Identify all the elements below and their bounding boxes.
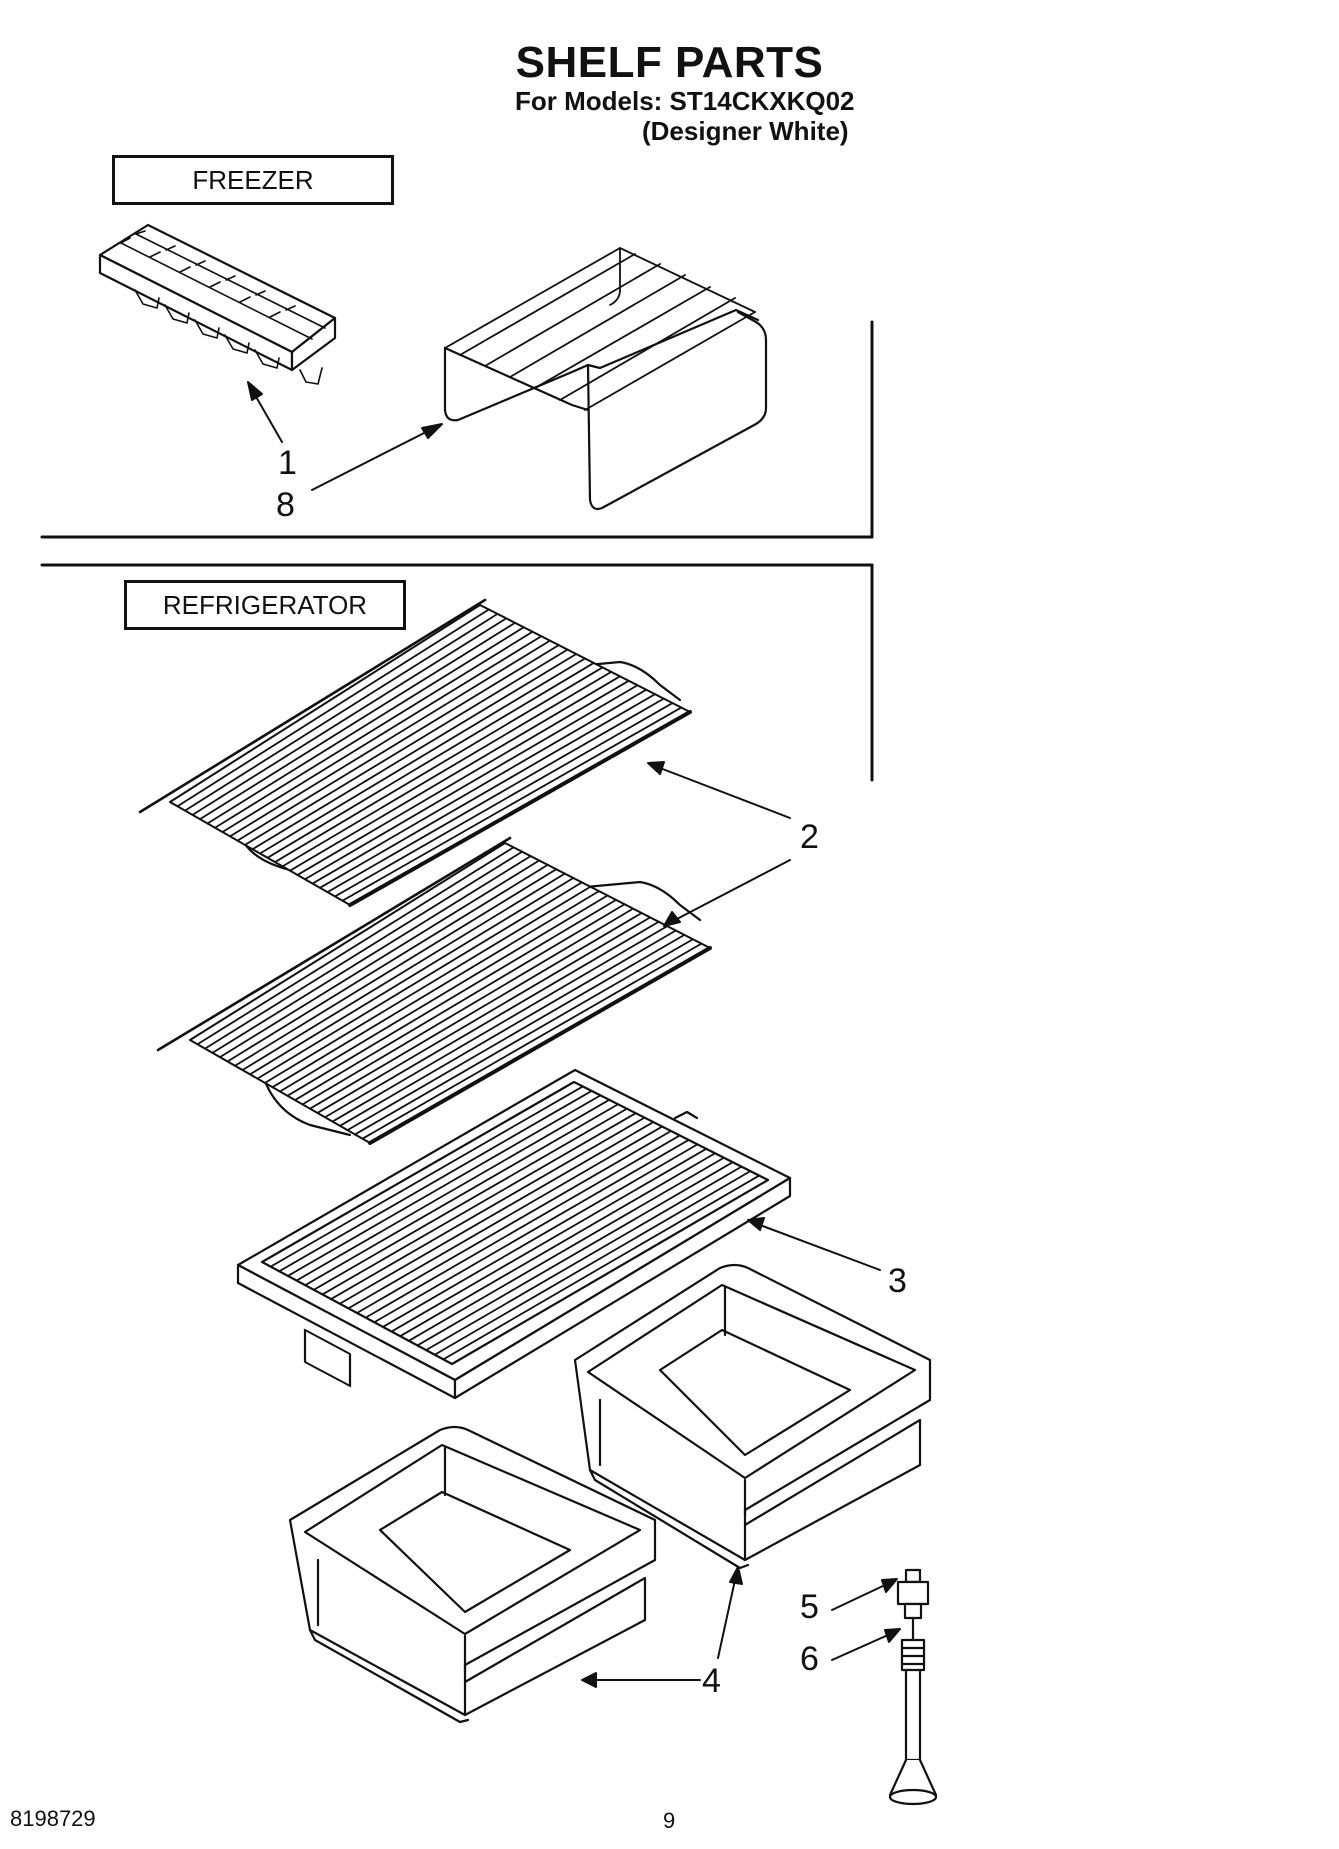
cover-rib [338, 1121, 655, 1305]
shelf-bar [281, 670, 613, 868]
cover-rib [433, 1170, 752, 1356]
shelf-bar [229, 639, 551, 838]
shelf-bar [214, 630, 534, 829]
cover-rib [425, 1165, 743, 1351]
section-frames [40, 320, 874, 782]
shelf-bar [279, 894, 609, 1093]
cover-rib [390, 1147, 708, 1333]
shelf-bar [334, 702, 674, 898]
callout-1: 1 [278, 444, 297, 482]
freezer-section-label: FREEZER [112, 155, 394, 205]
cover-rib [373, 1139, 690, 1324]
cover-rib [399, 1152, 716, 1338]
cover-rib [356, 1130, 672, 1314]
shelf-bar [286, 898, 617, 1097]
cover-rib [442, 1174, 761, 1361]
shelf-bar [256, 881, 583, 1080]
callout-3: 3 [888, 1262, 907, 1300]
shelf-bar [289, 675, 621, 872]
lower-wire-shelf-part [156, 836, 712, 1145]
shelf-bar [249, 877, 575, 1076]
shelf-bar [346, 933, 686, 1132]
shelf-bar [219, 859, 541, 1059]
shelf-bar [236, 644, 560, 842]
shelf-bar [324, 920, 660, 1119]
shelf-bar [204, 850, 523, 1050]
shelf-bar [206, 626, 525, 825]
shelf-bar [184, 613, 499, 812]
shelf-bar [274, 666, 604, 863]
cover-rib [295, 1098, 611, 1282]
shelf-bar [196, 846, 515, 1046]
shelf-bar [331, 925, 669, 1123]
variant-line: (Designer White) [642, 116, 849, 146]
document-number: 8198729 [10, 1806, 96, 1831]
page-number: 9 [663, 1808, 676, 1833]
models-line: For Models: ST14CKXKQ02 [515, 86, 855, 116]
shelf-bar [259, 657, 586, 855]
crisper-drawer-right-part [573, 1263, 932, 1570]
shelf-bar [226, 863, 549, 1063]
shelf-bar [211, 855, 532, 1054]
shelf-bar [271, 890, 600, 1089]
shelf-bar [326, 697, 665, 894]
shelf-bar [309, 912, 643, 1110]
cover-rib [347, 1125, 664, 1310]
cover-rib [287, 1094, 602, 1277]
refrigerator-section-label: REFRIGERATOR [124, 580, 406, 630]
callout-4: 4 [702, 1662, 721, 1700]
shelf-bar [221, 635, 543, 833]
cover-rib [407, 1156, 725, 1342]
cover-rib [304, 1103, 619, 1287]
shelf-bar [301, 907, 635, 1106]
shelf-bar [311, 688, 648, 885]
shelf-bar [354, 938, 694, 1136]
cover-rib [382, 1143, 699, 1328]
shelf-bar [199, 621, 516, 821]
shelf-bar [176, 608, 490, 808]
crisper-cover-part [236, 1068, 792, 1400]
freezer-shelf-part [443, 247, 768, 511]
leader-lines [247, 381, 901, 1688]
shelf-bar [264, 885, 592, 1084]
shelf-bar [251, 653, 578, 851]
shelf-bar [341, 706, 683, 902]
shelf-bar [244, 648, 569, 846]
cover-rib [312, 1107, 628, 1291]
shelf-bar [319, 693, 656, 889]
cover-rib [416, 1161, 734, 1347]
shelf-bar [339, 929, 677, 1127]
shelf-bar [316, 916, 652, 1114]
shelf-bar [234, 868, 558, 1067]
shelf-bar [361, 942, 703, 1140]
callout-8: 8 [276, 486, 295, 524]
upper-wire-shelf-part [138, 598, 692, 907]
ice-tray-part [98, 223, 337, 385]
cover-rib [364, 1134, 681, 1319]
crisper-drawer-left-part [288, 1425, 657, 1724]
cover-rib [278, 1090, 593, 1273]
shelf-bar [304, 684, 639, 881]
shelf-bar [191, 617, 508, 816]
cover-rib [321, 1112, 637, 1296]
callout-6: 6 [800, 1640, 819, 1678]
callout-2: 2 [800, 818, 819, 856]
shelf-bar [266, 662, 595, 859]
cover-rib [330, 1116, 646, 1300]
shelf-bar [241, 872, 566, 1071]
shelf-bar [296, 679, 630, 876]
page-title: SHELF PARTS [515, 38, 824, 87]
shelf-bar [294, 903, 626, 1101]
callout-5: 5 [800, 1588, 819, 1626]
leveling-leg-part [888, 1568, 938, 1806]
cover-rib [269, 1085, 584, 1268]
